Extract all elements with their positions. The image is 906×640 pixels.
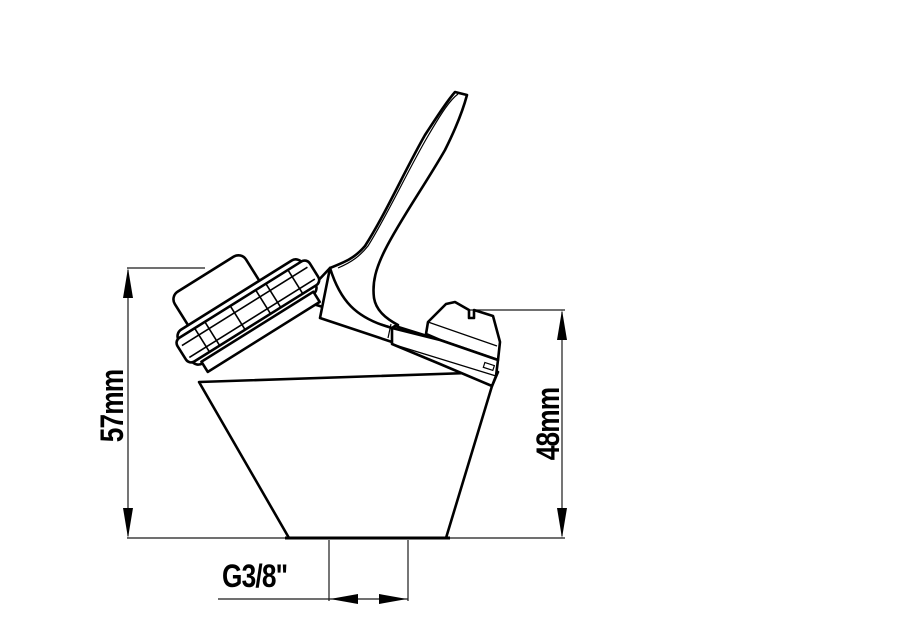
nut-neck — [200, 290, 322, 374]
dimension-thread — [218, 540, 409, 604]
arrow-left-icon — [330, 594, 358, 604]
cap-base-ring — [390, 326, 500, 388]
nut-facet — [265, 283, 282, 308]
arrow-right-icon — [379, 594, 407, 604]
nut-facet — [229, 305, 246, 331]
outlet-nut — [172, 253, 322, 374]
nut-ring — [175, 259, 321, 364]
handle-outline — [298, 90, 469, 330]
cap-base-line — [391, 343, 497, 377]
arrow-up-icon — [557, 310, 567, 340]
body-cone — [197, 370, 500, 540]
nut-facet — [193, 327, 211, 353]
cartridge-cap — [390, 300, 502, 388]
nut-groove-top — [181, 266, 308, 347]
cap-marker — [482, 361, 496, 372]
faucet-body — [197, 370, 500, 540]
collar-seam-left — [387, 323, 392, 339]
arrow-down-icon — [123, 508, 133, 538]
dimension-label-thread: G3/8" — [222, 558, 288, 594]
nut-facet — [287, 269, 304, 295]
handle-inner-edge — [337, 93, 459, 269]
dimension-57mm — [123, 267, 290, 539]
arrow-up-icon — [123, 268, 133, 298]
nut-groove-bottom — [188, 278, 316, 359]
nut-facet — [204, 321, 221, 347]
dimension-label-57mm: 57mm — [94, 369, 130, 443]
dimension-label-48mm: 48mm — [530, 387, 566, 461]
arrow-down-icon — [557, 508, 567, 538]
dimension-48mm — [445, 309, 567, 539]
nut-facet — [255, 289, 272, 315]
cap-band-line — [427, 321, 498, 347]
